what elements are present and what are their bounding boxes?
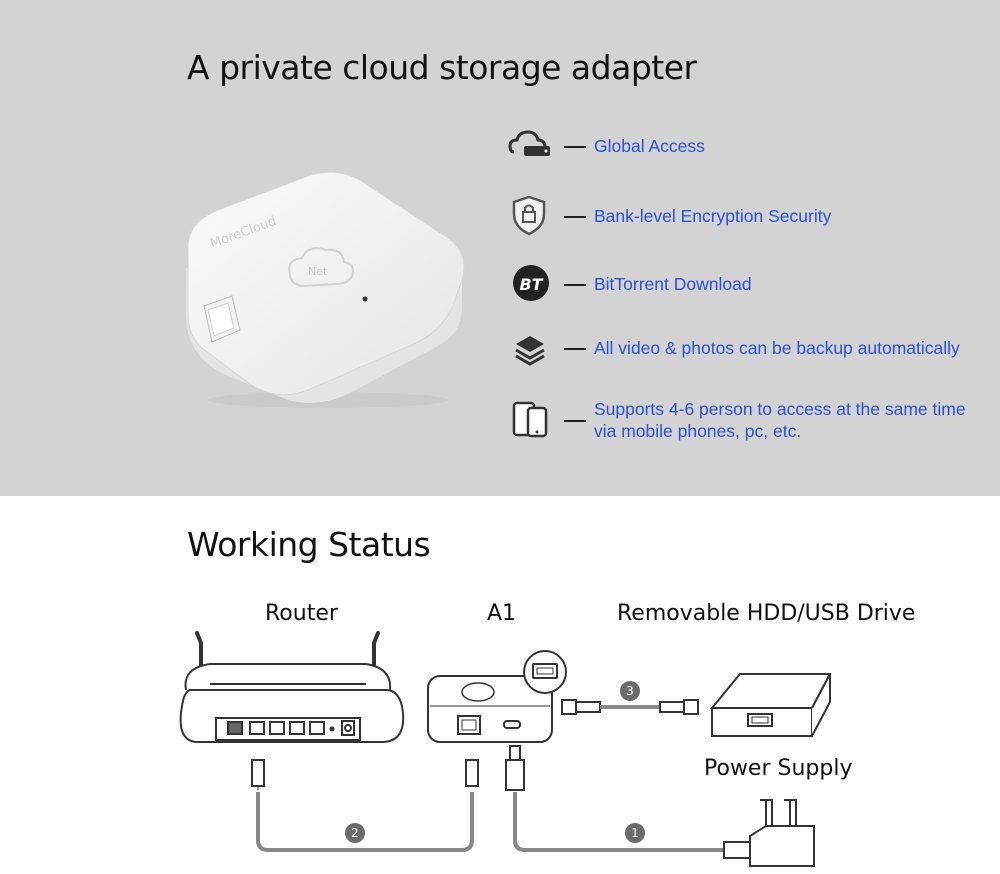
feature-label: All video & photos can be backup automat… <box>594 338 960 358</box>
feature-dash <box>564 216 586 218</box>
step-1-badge: 1 <box>625 823 645 843</box>
hdd-illustration <box>709 673 832 737</box>
hdd-label: Removable HDD/USB Drive <box>617 601 916 626</box>
feature-backup: All video & photos can be backup automat… <box>506 326 986 372</box>
feature-dash <box>564 146 586 148</box>
hero-section <box>0 0 1000 496</box>
step-3-badge: 3 <box>620 681 640 701</box>
feature-bittorrent: BT BitTorrent Download <box>506 262 986 308</box>
device-logo-text: Net <box>308 265 328 278</box>
a1-label: A1 <box>487 601 517 626</box>
step-2-badge: 2 <box>345 823 365 843</box>
feature-dash <box>564 284 586 286</box>
feature-dash <box>564 420 586 422</box>
hero-title: A private cloud storage adapter <box>187 48 697 87</box>
device-image: MoreCloud Net <box>186 171 465 408</box>
working-status-title: Working Status <box>187 525 431 564</box>
cloud-drive-icon <box>508 130 550 156</box>
power-label: Power Supply <box>704 756 853 781</box>
usb-cable <box>561 699 699 715</box>
ethernet-cable <box>251 759 479 852</box>
feature-label: Bank-level Encryption Security <box>594 206 832 226</box>
feature-multi-access: Supports 4-6 person to access at the sam… <box>506 398 986 444</box>
feature-encryption: Bank-level Encryption Security <box>506 194 986 240</box>
bittorrent-icon: BT <box>513 265 549 301</box>
feature-global-access: Global Access <box>506 124 986 170</box>
svg-text:BT: BT <box>519 275 543 294</box>
shield-lock-icon <box>512 195 546 236</box>
power-cable <box>505 745 751 859</box>
feature-label: Supports 4-6 person to access at the sam… <box>594 399 966 441</box>
feature-label: BitTorrent Download <box>594 274 752 294</box>
layers-icon <box>515 336 545 366</box>
feature-dash <box>564 348 586 350</box>
mobile-devices-icon <box>512 401 548 438</box>
power-adapter-illustration <box>749 799 815 867</box>
router-label: Router <box>265 601 338 626</box>
a1-device-illustration <box>427 650 567 743</box>
feature-label: Global Access <box>594 136 705 156</box>
router-illustration <box>179 631 405 743</box>
